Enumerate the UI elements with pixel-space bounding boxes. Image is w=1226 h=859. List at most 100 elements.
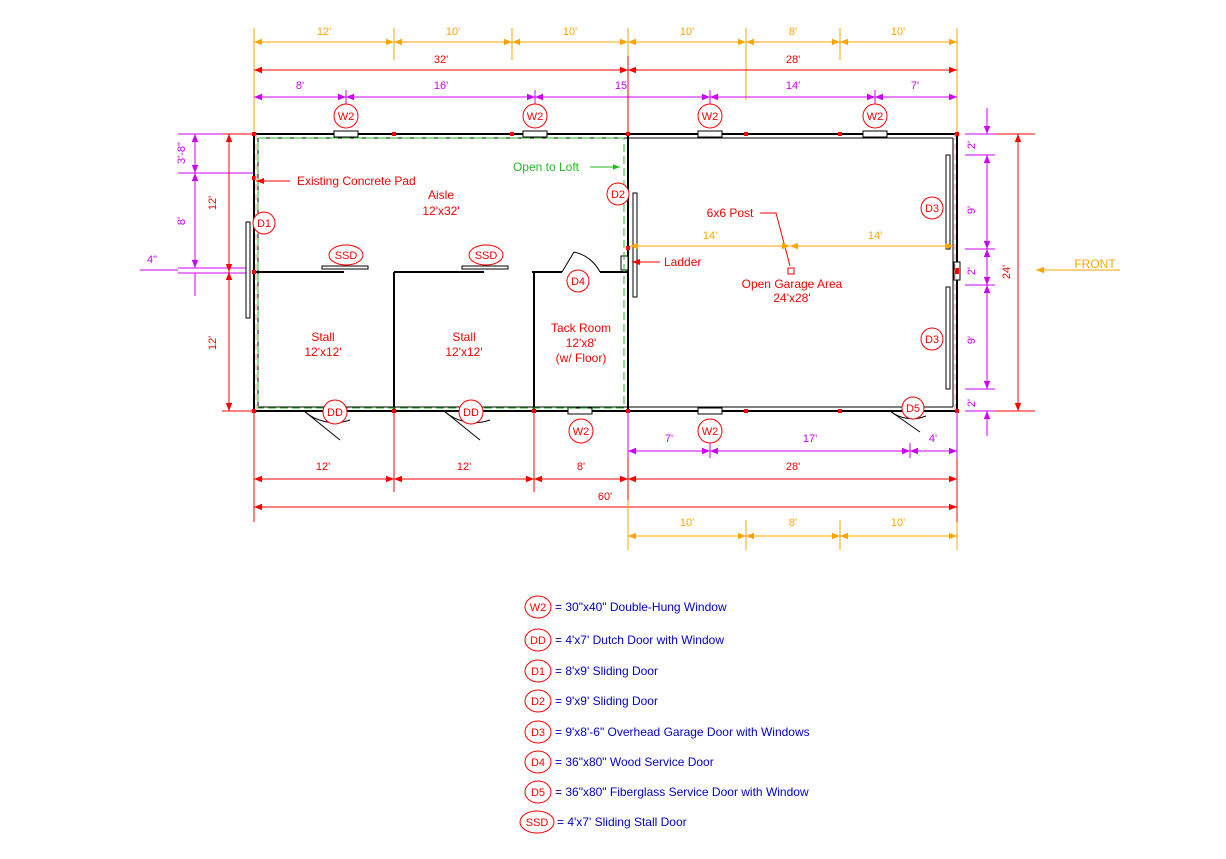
stall1-size: 12'x12' <box>304 345 341 359</box>
post-spacing-2: 14' <box>868 230 882 242</box>
aisle-size: 12'x32' <box>422 204 459 218</box>
tag-dd: DD <box>463 407 479 419</box>
window-w2 <box>567 407 593 415</box>
window-w2 <box>333 130 359 138</box>
legend-text-d3: = 9'x8'-6" Overhead Garage Door with Win… <box>555 725 810 739</box>
tag-ssd: SSD <box>475 250 498 262</box>
tack-size: 12'x8' <box>566 336 597 350</box>
aisle-name: Aisle <box>428 188 454 202</box>
ladder-label: Ladder <box>664 255 701 269</box>
top-magenta-1: 8' <box>296 80 304 92</box>
right-dim-3: 2' <box>966 267 978 275</box>
legend-text-w2: = 30"x40" Double-Hung Window <box>555 600 727 614</box>
post-spacing-1: 14' <box>703 230 717 242</box>
left-dim-5: 12' <box>207 336 219 350</box>
front-label: FRONT <box>1074 257 1116 271</box>
top-dimensions: 12' 10' 10' 10' 8' 10' 32' 28' 8' 16' 15… <box>253 26 958 134</box>
existing-pad-label: Existing Concrete Pad <box>297 174 416 188</box>
left-dim-3: 12' <box>207 196 219 210</box>
tag-d5: D5 <box>906 403 920 415</box>
top-orange-6: 10' <box>891 26 905 38</box>
top-magenta-2: 16' <box>434 80 448 92</box>
right-dim-4: 9' <box>966 336 978 344</box>
right-dim-2: 9' <box>966 206 978 214</box>
bottom-red-4: 28' <box>786 461 800 473</box>
post-marker <box>787 267 795 275</box>
garage-door-d3 <box>945 286 951 390</box>
top-orange-1: 12' <box>317 26 331 38</box>
tack-name: Tack Room <box>551 321 611 335</box>
right-dim-1: 2' <box>966 141 978 149</box>
tag-dd: DD <box>327 407 343 419</box>
tag-d3: D3 <box>925 334 939 346</box>
bottom-red-2: 12' <box>457 461 471 473</box>
window-w2 <box>862 130 888 138</box>
tag-w2: W2 <box>573 426 590 438</box>
window-w2 <box>697 130 723 138</box>
left-dim-1: 3'-8" <box>176 142 188 164</box>
left-dim-4in: 4" <box>147 254 157 266</box>
tag-w2: W2 <box>702 426 719 438</box>
legend-text-d4: = 36"x80" Wood Service Door <box>555 755 714 769</box>
window-w2 <box>697 407 723 415</box>
sliding-door-d1 <box>245 221 251 319</box>
legend-tag-ssd: SSD <box>526 817 549 829</box>
bottom-magenta-1: 7' <box>665 433 673 445</box>
right-dimensions: 2' 9' 2' 9' 2' 24' FRONT <box>965 108 1120 436</box>
garage-size: 24'x28' <box>773 291 810 305</box>
bottom-magenta-2: 17' <box>803 433 817 445</box>
legend-text-d1: = 8'x9' Sliding Door <box>555 664 658 678</box>
top-orange-4: 10' <box>680 26 694 38</box>
stall1-name: Stall <box>311 330 334 344</box>
sliding-door-d2 <box>632 192 638 298</box>
sliding-stall-door-ssd <box>321 265 369 270</box>
legend-tag-d4: D4 <box>531 757 545 769</box>
stall2-size: 12'x12' <box>445 345 482 359</box>
top-red-2: 28' <box>786 54 800 66</box>
legend-tag-dd: DD <box>530 635 546 647</box>
legend-text-dd: = 4'x7' Dutch Door with Window <box>555 633 724 647</box>
bottom-red-3: 8' <box>577 461 585 473</box>
left-dimensions: 3'-8" 8' 4" 12' 12' <box>140 133 254 412</box>
bottom-orange-2: 8' <box>789 517 797 529</box>
window-w2 <box>522 130 548 138</box>
tag-w2: W2 <box>702 111 719 123</box>
open-to-loft-label: Open to Loft <box>513 160 580 174</box>
legend-text-ssd: = 4'x7' Sliding Stall Door <box>557 815 687 829</box>
legend-tag-w2: W2 <box>530 602 547 614</box>
bottom-magenta-3: 4' <box>929 433 937 445</box>
legend-tag-d1: D1 <box>531 666 545 678</box>
legend: W2 = 30"x40" Double-Hung Window DD = 4'x… <box>519 595 810 834</box>
top-magenta-4: 14' <box>786 80 800 92</box>
tag-d3: D3 <box>925 203 939 215</box>
room-labels: Existing Concrete Pad Aisle 12'x32' Stal… <box>256 174 953 365</box>
bottom-orange-1: 10' <box>680 517 694 529</box>
bottom-dimensions: 7' 17' 4' 12' 12' 8' 28' 60' 10' 8' 10' <box>253 411 958 550</box>
garage-door-d3 <box>945 154 951 250</box>
legend-tag-d5: D5 <box>531 787 545 799</box>
loft-outline <box>257 137 625 409</box>
bottom-red-1: 12' <box>316 461 330 473</box>
top-orange-5: 8' <box>789 26 797 38</box>
right-dim-5: 2' <box>966 399 978 407</box>
top-orange-3: 10' <box>563 26 577 38</box>
top-magenta-3: 15' <box>615 80 629 92</box>
top-red-1: 32' <box>434 54 448 66</box>
legend-text-d2: = 9'x9' Sliding Door <box>555 694 658 708</box>
legend-text-d5: = 36"x80" Fiberglass Service Door with W… <box>555 785 809 799</box>
plan-tags: W2 W2 W2 W2 W2 W2 DD DD SSD SSD D1 D2 D3… <box>252 103 944 444</box>
legend-tag-d3: D3 <box>531 727 545 739</box>
top-magenta-5: 7' <box>911 80 919 92</box>
stall2-name: Stall <box>452 330 475 344</box>
bottom-total: 60' <box>598 491 612 503</box>
legend-tag-d2: D2 <box>531 696 545 708</box>
tag-d4: D4 <box>571 276 585 288</box>
bottom-orange-3: 10' <box>891 517 905 529</box>
sliding-stall-door-ssd <box>461 265 509 270</box>
right-dim-total: 24' <box>1001 265 1013 279</box>
tack-note: (w/ Floor) <box>556 351 607 365</box>
tag-d2: D2 <box>611 189 625 201</box>
top-orange-2: 10' <box>446 26 460 38</box>
tag-w2: W2 <box>867 111 884 123</box>
